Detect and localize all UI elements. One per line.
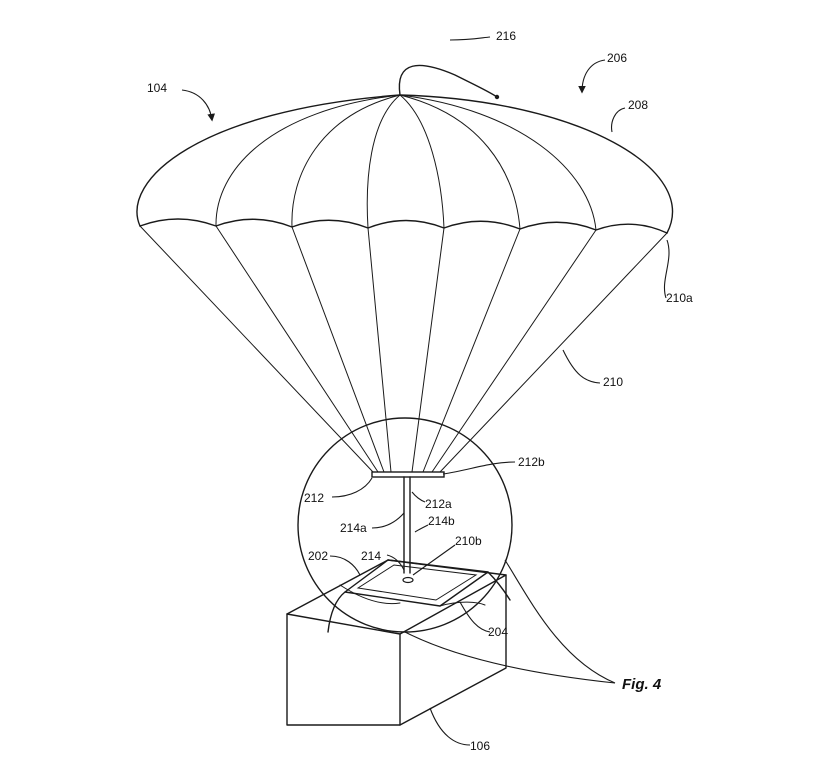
label-104: 104 xyxy=(147,81,167,95)
package-box xyxy=(286,559,507,726)
label-214b: 214b xyxy=(428,514,455,528)
label-204: 204 xyxy=(488,625,508,639)
label-106: 106 xyxy=(470,739,490,753)
detail-circle xyxy=(297,417,513,633)
label-214a: 214a xyxy=(340,521,367,535)
figure-caption: Fig. 4 xyxy=(622,676,662,693)
parachute-canopy xyxy=(136,64,674,234)
suspension-lines xyxy=(139,225,668,473)
pilot-line xyxy=(398,64,498,98)
connector-assembly xyxy=(371,471,445,584)
label-210a: 210a xyxy=(666,291,693,305)
package-wrap xyxy=(327,559,511,633)
label-212: 212 xyxy=(304,491,324,505)
label-210: 210 xyxy=(603,375,623,389)
label-210b: 210b xyxy=(455,534,482,548)
label-212b: 212b xyxy=(518,455,545,469)
label-206: 206 xyxy=(607,51,627,65)
label-202: 202 xyxy=(308,549,328,563)
label-214: 214 xyxy=(361,549,381,563)
label-212a: 212a xyxy=(425,497,452,511)
label-208: 208 xyxy=(628,98,648,112)
label-216: 216 xyxy=(496,29,516,43)
